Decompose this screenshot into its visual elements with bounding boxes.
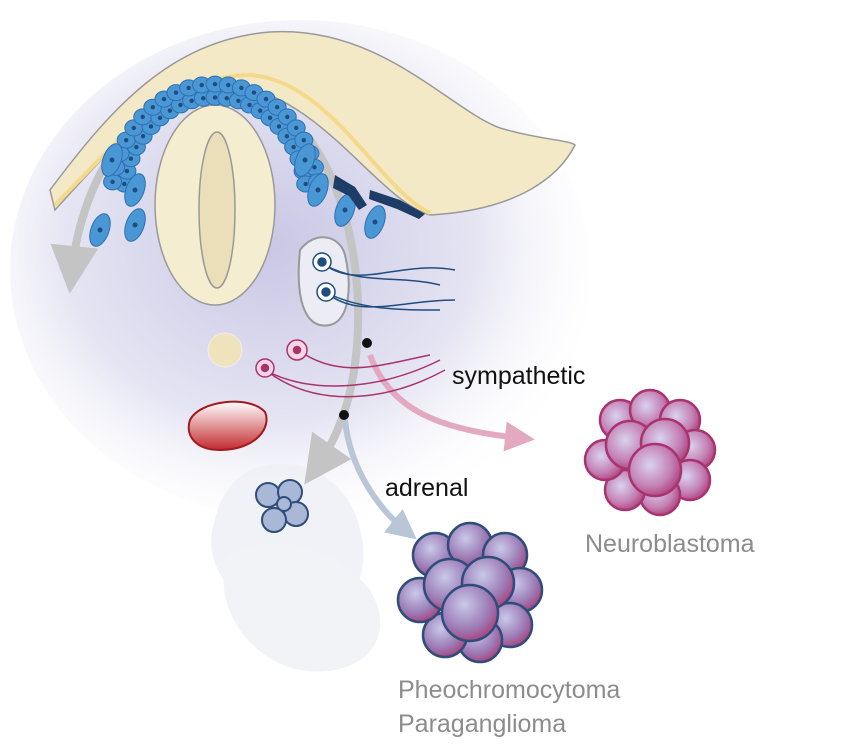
tumor-cell [627, 442, 683, 498]
cell-nucleus [201, 96, 206, 101]
cell-nucleus [302, 157, 308, 163]
cell-nucleus [285, 114, 290, 120]
cell-nucleus [109, 157, 115, 163]
cell-nucleus [284, 133, 290, 139]
label-adrenal: adrenal [385, 474, 469, 502]
cell-nucleus [148, 124, 154, 129]
cell-nucleus [239, 85, 244, 91]
cell-nucleus [342, 207, 348, 213]
pheochromocytoma-tumor [396, 521, 544, 664]
cell-nucleus [294, 125, 299, 131]
cell-nucleus [178, 102, 183, 108]
cell-nucleus [132, 222, 138, 228]
cell-nucleus [161, 96, 167, 102]
cell-nucleus [247, 102, 252, 108]
cell-nucleus [173, 90, 179, 95]
melanocytes [333, 175, 425, 219]
cell-nucleus [131, 125, 136, 131]
cell-nucleus [251, 90, 257, 95]
adrenal-medulla-region [223, 543, 381, 672]
sympathetic-neurons [255, 339, 446, 398]
cell-nucleus [372, 219, 378, 225]
cell-nucleus [301, 137, 307, 143]
cell-nucleus [157, 115, 163, 121]
chromaffin-cell-cluster [255, 479, 309, 533]
cell-nucleus [140, 133, 146, 139]
dorsal-root-ganglion [297, 236, 350, 327]
cell-nucleus [122, 181, 127, 187]
neural-crest-cells [89, 75, 386, 247]
branch-point-adrenal [339, 410, 349, 420]
cell-nucleus [263, 96, 269, 102]
neural-tube-lumen [198, 131, 236, 289]
cell-nucleus [128, 156, 134, 161]
label-pheochromocytoma: Pheochromocytoma [398, 676, 621, 704]
label-paraganglioma: Paraganglioma [398, 710, 567, 738]
cell-nucleus [236, 98, 241, 103]
cell-nucleus [134, 144, 139, 150]
cell-nucleus [124, 168, 130, 174]
notochord [207, 332, 243, 368]
cell-nucleus [140, 114, 145, 120]
cell-nucleus [212, 95, 218, 100]
sensory-neurons [312, 252, 456, 311]
cell-nucleus [150, 105, 156, 110]
cell-nucleus [226, 82, 231, 88]
cell-nucleus [199, 82, 204, 88]
cell-nucleus [110, 179, 115, 185]
neuroblastoma-tumor [583, 388, 717, 517]
cell-nucleus [97, 227, 103, 233]
cell-nucleus [267, 115, 273, 121]
cell-nucleus [291, 144, 296, 150]
cell-nucleus [276, 124, 282, 129]
cell-nucleus [274, 105, 280, 110]
cell-nucleus [186, 85, 191, 91]
cell-nucleus [312, 165, 317, 170]
cell-nucleus [303, 181, 308, 187]
cell-nucleus [123, 137, 129, 143]
cell-nucleus [132, 187, 138, 193]
pheochromocytoma-arrow [342, 419, 417, 540]
cell-nucleus [315, 187, 321, 193]
cell-nucleus [224, 96, 229, 101]
cell-nucleus [167, 108, 173, 113]
ventral-migration-arrow [304, 137, 363, 485]
branch-point-sympathetic [362, 338, 372, 348]
cell-nucleus [257, 108, 263, 113]
cell-nucleus [212, 81, 218, 87]
label-sympathetic: sympathetic [452, 362, 586, 390]
neuroblastoma-arrow [367, 353, 535, 452]
tumor-cell [440, 583, 500, 643]
cell-nucleus [189, 98, 194, 103]
label-neuroblastoma: Neuroblastoma [585, 530, 755, 558]
dorsal-aorta [187, 400, 268, 452]
dorsolateral-migration-arrow [50, 163, 109, 294]
